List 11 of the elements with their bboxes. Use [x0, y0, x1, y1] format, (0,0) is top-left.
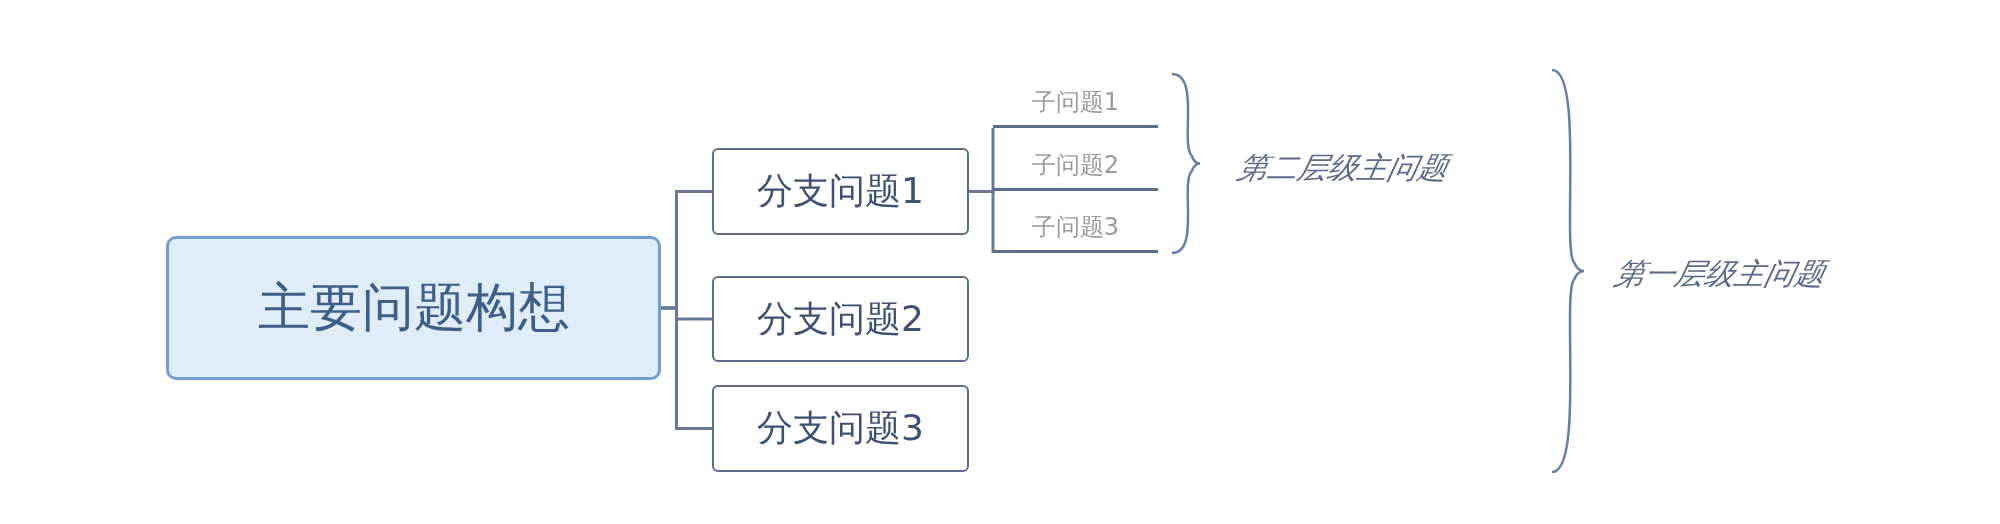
connector-line	[661, 306, 712, 430]
branch-box: 分支问题2	[712, 276, 969, 362]
branch-box: 分支问题3	[712, 385, 969, 472]
subtopic-text: 子问题2	[993, 141, 1158, 191]
level-label: 第二层级主问题	[1233, 149, 1453, 187]
topic-box: 主要问题构想	[166, 236, 661, 380]
branch-box: 分支问题1	[712, 148, 969, 235]
connector-line	[969, 190, 995, 253]
level-label: 第一层级主问题	[1610, 255, 1830, 293]
subtopic-text: 子问题3	[993, 203, 1158, 253]
subtopic-text: 子问题1	[993, 78, 1158, 128]
